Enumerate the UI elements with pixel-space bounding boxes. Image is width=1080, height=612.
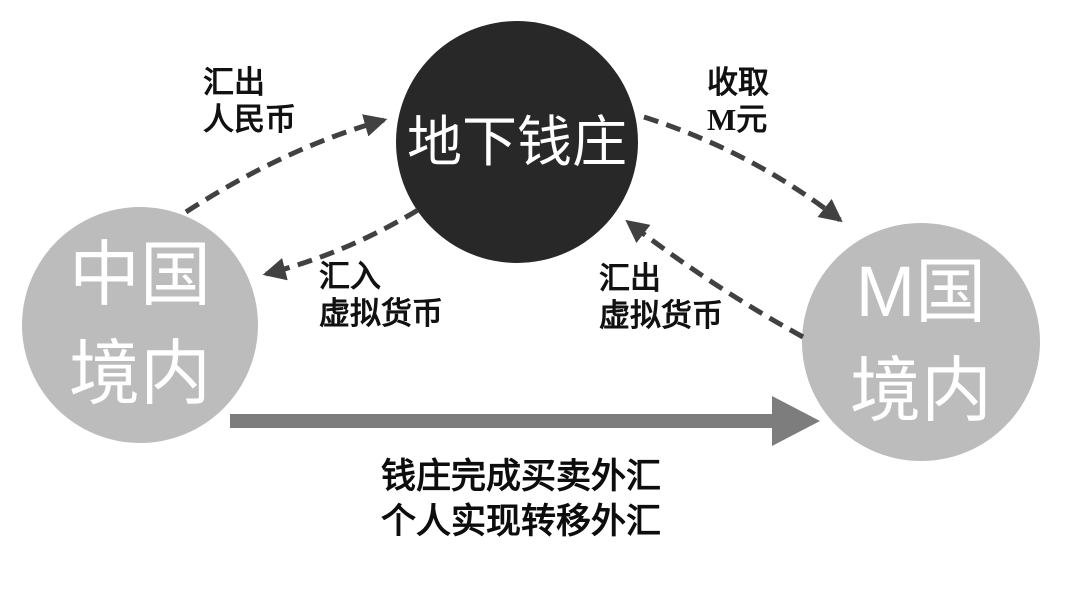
node-m-country-label-line2: 境内	[849, 352, 992, 431]
node-underground-bank-circle: 地下钱庄	[396, 21, 638, 263]
caption-line2: 个人实现转移外汇	[380, 502, 661, 541]
node-m-country-label-line1: M国	[855, 253, 987, 332]
caption-line1: 钱庄完成买卖外汇	[380, 457, 661, 496]
flow-label-receive-m-currency: 收取 M元	[707, 64, 769, 138]
flow-label-remit-in-virtual-currency-line2: 虚拟货币	[319, 296, 443, 331]
flow-label-remit-out-virtual-currency-line1: 汇出	[599, 261, 661, 296]
flow-label-remit-rmb-line2: 人民币	[203, 102, 296, 137]
flow-label-remit-out-virtual-currency: 汇出 虚拟货币	[599, 260, 723, 334]
flow-label-receive-m-currency-line2: M元	[707, 102, 768, 137]
node-china-label-line2: 境内	[68, 335, 211, 414]
node-china-label-line1: 中国	[68, 236, 211, 315]
flow-label-remit-in-virtual-currency: 汇入 虚拟货币	[319, 258, 443, 332]
flow-label-remit-in-virtual-currency-line1: 汇入	[319, 259, 381, 294]
node-china-circle: 中国 境内	[22, 207, 258, 443]
node-m-country-circle: M国 境内	[802, 223, 1040, 461]
flow-label-remit-rmb-line1: 汇出	[203, 65, 265, 100]
flow-label-remit-out-virtual-currency-line2: 虚拟货币	[599, 298, 723, 333]
solid-transfer-arrow	[230, 396, 820, 446]
flow-label-remit-rmb: 汇出 人民币	[203, 64, 296, 138]
caption: 钱庄完成买卖外汇 个人实现转移外汇	[171, 454, 871, 544]
flow-label-receive-m-currency-line1: 收取	[707, 65, 769, 100]
node-underground-bank-label: 地下钱庄	[406, 111, 627, 173]
